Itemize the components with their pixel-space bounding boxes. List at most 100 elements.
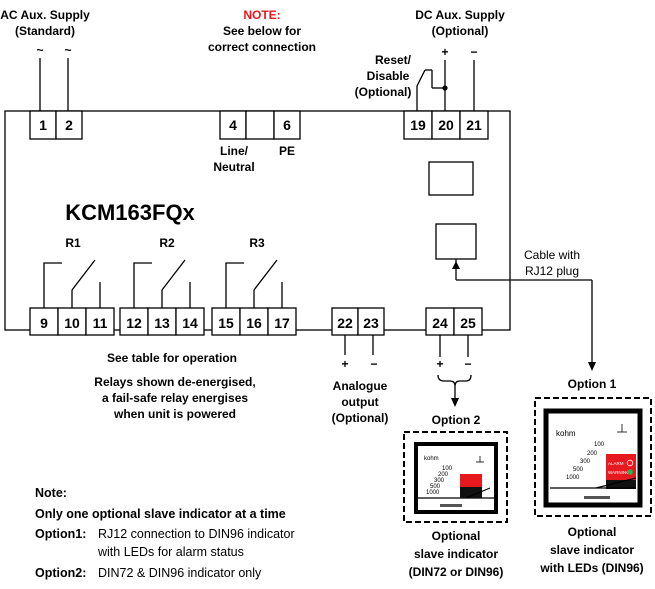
option2-caption-2: slave indicator — [414, 547, 498, 561]
option2-caption-1: Optional — [432, 529, 481, 543]
terminal-9-label: 9 — [40, 315, 48, 331]
terminal-16-label: 16 — [246, 315, 262, 331]
terminal-9 — [29, 307, 59, 336]
terminal-22 — [331, 307, 359, 336]
relay-r3-label: R3 — [249, 236, 265, 250]
terminal-15 — [211, 307, 241, 336]
option2-scale-500: 500 — [430, 484, 441, 490]
option2-red-panel — [460, 474, 482, 487]
terminal-23-label: 23 — [363, 315, 379, 331]
terminal-15-label: 15 — [218, 315, 234, 331]
terminal-20 — [431, 110, 461, 140]
ac-supply-label: AC Aux. Supply — [0, 8, 90, 22]
option1-caption-3: with LEDs (DIN96) — [539, 561, 643, 575]
terminal-13-label: 13 — [154, 315, 170, 331]
relay-note-2: a fail-safe relay energises — [102, 391, 248, 405]
terminal-4-label: 4 — [229, 117, 237, 133]
option2-dashed-frame — [403, 431, 508, 523]
ac-supply-sub-label: (Standard) — [15, 24, 75, 38]
relay-note-1: Relays shown de-energised, — [94, 375, 255, 389]
option2-plus: + — [436, 357, 443, 371]
terminal-21-label: 21 — [466, 117, 482, 133]
terminal-12 — [119, 307, 149, 336]
note-line-1: See below for — [223, 24, 301, 38]
option1-caption-1: Optional — [568, 525, 617, 539]
option2-meter-unit: kohm — [424, 456, 439, 462]
dc-supply-sub-label: (Optional) — [432, 24, 489, 38]
terminal-19 — [403, 110, 433, 140]
device-model-title: KCM163FQx — [65, 200, 195, 225]
table-text: See table for operation — [107, 351, 237, 365]
option2-scale-200: 200 — [438, 472, 449, 478]
ac-symbol-1: ~ — [36, 43, 43, 57]
notes-option1-text-2: with LEDs for alarm status — [97, 545, 244, 559]
rj12-cable — [452, 259, 596, 371]
notes-title: Note: — [35, 486, 67, 500]
terminal-25 — [453, 307, 483, 336]
top-wires — [39, 58, 475, 111]
terminal-11-label: 11 — [93, 315, 108, 331]
option1-red-panel — [606, 454, 636, 480]
option1-alarm-led — [626, 459, 634, 467]
notes-option2-text: DIN72 & DIN96 indicator only — [98, 566, 262, 580]
terminal-5-blank — [245, 110, 275, 140]
analogue-output-wires — [344, 335, 374, 355]
notes-line-1: Only one optional slave indicator at a t… — [35, 507, 286, 521]
reset-label-1: Reset/ — [375, 53, 412, 67]
dc-plus-symbol: + — [441, 45, 448, 59]
analogue-label-3: (Optional) — [332, 411, 389, 425]
analogue-label-2: output — [341, 395, 378, 409]
terminal-17-label: 17 — [274, 315, 290, 331]
line-neutral-label-2: Neutral — [213, 160, 254, 174]
option1-scale-300: 300 — [580, 459, 591, 465]
option1-scale-200: 200 — [587, 451, 598, 457]
terminal-1-label: 1 — [39, 117, 47, 133]
top-terminals: 1 2 4 6 19 20 21 — [29, 110, 489, 140]
option2-scale-300: 300 — [434, 478, 445, 484]
terminal-23 — [357, 307, 385, 336]
terminal-2-label: 2 — [65, 117, 73, 133]
bottom-terminals: 9 10 11 12 13 14 15 16 17 22 23 24 25 — [29, 307, 483, 336]
option1-meter-unit: kohm — [556, 429, 576, 438]
dc-minus-symbol: − — [470, 45, 477, 59]
terminal-20-label: 20 — [438, 117, 454, 133]
device-enclosure — [4, 110, 511, 331]
option1-dashed-frame — [534, 397, 652, 517]
reset-label-2: Disable — [367, 69, 410, 83]
terminal-6-label: 6 — [283, 117, 291, 133]
option2-scale-100: 100 — [442, 466, 453, 472]
analogue-plus: + — [341, 357, 348, 371]
option2-wires — [437, 335, 472, 407]
terminal-24-label: 24 — [432, 315, 448, 331]
pe-label: PE — [279, 144, 295, 158]
terminal-14-label: 14 — [182, 315, 198, 331]
option2-caption-3: (DIN72 or DIN96) — [409, 565, 504, 579]
option1-alarm-label: ALARM — [608, 461, 624, 466]
option1-warning-label: WARNING — [608, 470, 630, 475]
relay-note-3: when unit is powered — [113, 407, 236, 421]
line-neutral-label-1: Line/ — [220, 144, 249, 158]
terminal-1 — [29, 110, 57, 140]
relay-r2-label: R2 — [159, 236, 175, 250]
option1-warning-led — [627, 469, 633, 475]
option1-caption-2: slave indicator — [550, 543, 634, 557]
dc-supply-label: DC Aux. Supply — [415, 8, 505, 22]
rj12-socket — [435, 223, 477, 260]
terminal-12-label: 12 — [126, 315, 142, 331]
relay-r1-label: R1 — [65, 236, 81, 250]
terminal-17 — [267, 307, 297, 336]
option2-meter: kohm 100 200 300 500 1000 — [414, 442, 498, 514]
cable-label-1: Cable with — [524, 248, 580, 262]
option2-title: Option 2 — [432, 413, 481, 427]
note-line-2: correct connection — [208, 40, 316, 54]
ac-symbol-2: ~ — [64, 43, 71, 57]
analogue-label-1: Analogue — [333, 379, 388, 393]
option2-minus: − — [464, 357, 471, 371]
notes-option1-label: Option1: — [35, 527, 86, 541]
terminal-4 — [219, 110, 247, 140]
terminal-10-label: 10 — [64, 315, 80, 331]
option1-scale-1000: 1000 — [566, 475, 580, 481]
note-title: NOTE: — [243, 8, 280, 22]
relay-contacts — [43, 259, 283, 308]
